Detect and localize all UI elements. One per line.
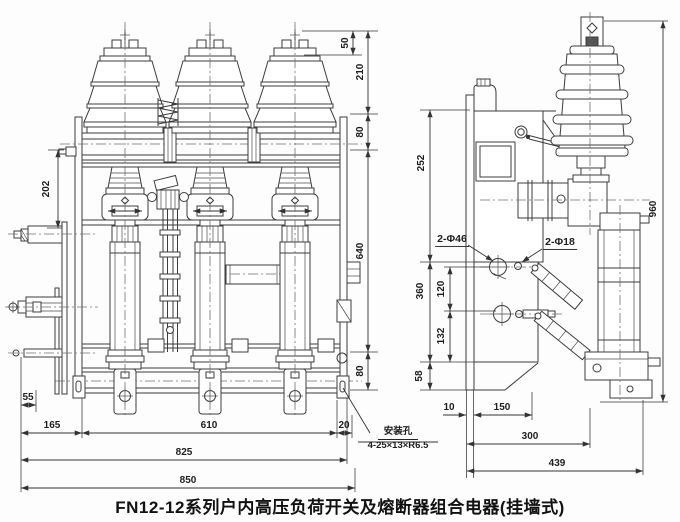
dim-58: 58	[414, 370, 425, 382]
dim-610: 610	[200, 420, 218, 431]
phase-pole-left	[84, 22, 166, 416]
dim-439: 439	[548, 458, 566, 469]
dim-165: 165	[43, 420, 61, 431]
phase-pole-middle	[169, 22, 251, 416]
dim-150: 150	[493, 402, 511, 413]
fuse-holder	[584, 205, 661, 402]
dim-360: 360	[415, 282, 426, 300]
phase-pole-right	[254, 22, 336, 416]
dim-80-upper: 80	[355, 126, 366, 138]
dim-20: 20	[338, 420, 350, 431]
dim-202: 202	[41, 180, 52, 198]
hole-label-small: 2-Φ18	[543, 236, 577, 251]
fuse-carrier-lower	[533, 310, 591, 361]
side-view	[465, 12, 661, 478]
hole-label-large: 2-Φ46	[435, 233, 469, 248]
dim-300: 300	[521, 431, 539, 442]
dim-640: 640	[355, 242, 366, 260]
mounting-hole-title: 安装孔	[377, 426, 419, 440]
front-view	[5, 22, 362, 416]
dim-55: 55	[22, 392, 34, 403]
dim-120: 120	[436, 280, 447, 298]
dim-80-lower: 80	[355, 365, 366, 377]
dim-50: 50	[340, 37, 351, 49]
dim-960: 960	[648, 200, 659, 218]
dimension-lines	[20, 20, 668, 492]
drive-mechanism	[147, 98, 335, 353]
dim-10: 10	[443, 402, 455, 413]
dim-132: 132	[436, 327, 447, 345]
mounting-hole-spec: 4-25×13×R6.5	[367, 439, 429, 451]
fuse-carrier-upper	[530, 262, 584, 310]
dim-850: 850	[179, 475, 197, 486]
dim-252: 252	[416, 154, 427, 172]
dim-825: 825	[175, 447, 193, 458]
side-insulator	[550, 12, 634, 235]
mounting-hole-note: 安装孔 4-25×13×R6.5	[352, 426, 444, 452]
drawing-caption: FN12-12系列户内高压负荷开关及熔断器组合电器(挂墙式)	[115, 498, 565, 517]
dim-210: 210	[355, 63, 366, 81]
